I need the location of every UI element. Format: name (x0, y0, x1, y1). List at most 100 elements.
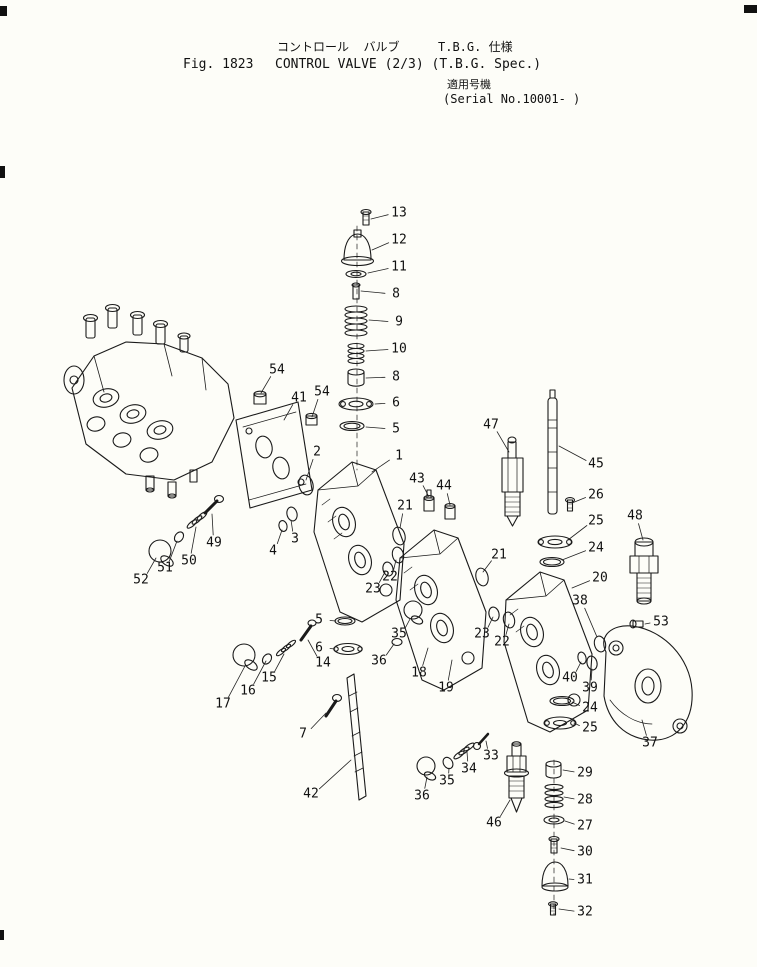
leader-line (146, 557, 157, 574)
leader-line (422, 485, 430, 498)
part-35-ring-lower (442, 756, 454, 770)
callout-number: 20 (592, 571, 608, 586)
part-51-ring (173, 531, 185, 543)
leader-line (310, 712, 327, 729)
part-43-cap (423, 489, 435, 512)
leader-line (169, 540, 178, 562)
callout-number: 39 (582, 681, 598, 696)
callout-number: 47 (483, 418, 499, 433)
spec-japanese-label: T.B.G. 仕様 (438, 40, 513, 54)
part-49-bolt (203, 494, 225, 515)
callout-number: 34 (461, 762, 477, 777)
callout-number: 1 (395, 449, 403, 464)
callout-number: 36 (371, 654, 387, 669)
part-8-stud (351, 282, 361, 300)
callout-number: 24 (582, 701, 598, 716)
callout-number: 11 (391, 260, 407, 275)
callout-number: 8 (392, 370, 400, 385)
callout-number: 43 (409, 472, 425, 487)
callout-number: 14 (315, 656, 331, 671)
leader-line (405, 618, 411, 628)
callout-number: 9 (395, 315, 403, 330)
part-16-ring (261, 653, 273, 665)
leader-line (305, 458, 314, 481)
leader-line (446, 493, 451, 506)
part-22-oring-right (502, 611, 516, 629)
leader-line (575, 661, 582, 672)
part-13-bolt (360, 208, 372, 226)
leader-line (644, 622, 651, 625)
callout-number: 31 (577, 873, 593, 888)
leader-line (482, 560, 492, 573)
callout-number: 50 (181, 554, 197, 569)
part-38-oring (593, 635, 607, 653)
callout-number: 28 (577, 793, 593, 808)
part-40-oring (577, 651, 587, 665)
leader-line (561, 550, 586, 561)
callout-number: 46 (486, 816, 502, 831)
part-6-retainer-plate (338, 397, 374, 411)
leader-line (564, 820, 575, 825)
leader-line (560, 847, 575, 852)
part-20-valve-section (503, 571, 593, 733)
part-9-spring (344, 305, 368, 337)
callout-number: 52 (133, 573, 149, 588)
part-14-bolt (299, 619, 317, 642)
part-37-end-cover (603, 625, 693, 741)
leader-line (370, 214, 389, 220)
leader-line (276, 529, 283, 544)
part-26-bolt (564, 497, 576, 512)
callout-number: 27 (577, 819, 593, 834)
part-22-oring-left (391, 546, 405, 564)
callout-number: 35 (439, 774, 455, 789)
part-45-spool (547, 389, 558, 515)
leader-line (371, 459, 390, 473)
callout-number: 2 (313, 445, 321, 460)
leader-line (290, 519, 294, 532)
leader-line (318, 759, 352, 790)
callout-number: 25 (588, 514, 604, 529)
part-41-plate (235, 401, 313, 509)
callout-number: 22 (382, 570, 398, 585)
part-25-retainer-plate-upper (537, 535, 573, 549)
callout-number: 36 (414, 789, 430, 804)
part-53-bolt (629, 619, 644, 629)
part-28-spring (544, 783, 564, 809)
part-21-oring-left (392, 526, 406, 546)
part-8-spring-seat (347, 368, 365, 387)
callout-number: 13 (391, 206, 407, 221)
part-36-ring-upper (391, 637, 403, 647)
leader-line (393, 559, 397, 570)
callout-number: 26 (588, 488, 604, 503)
part-2-oring (298, 474, 314, 496)
callout-number: 40 (562, 671, 578, 686)
leader-line (563, 796, 575, 800)
leader-line (590, 668, 593, 681)
part-15-spring (275, 639, 297, 657)
part-30-bolt (548, 835, 560, 854)
callout-number: 5 (392, 422, 400, 437)
part-44-cap (444, 503, 456, 520)
part-17-plug (232, 643, 258, 671)
part-25-retainer-plate-lower (543, 716, 577, 730)
leader-line (567, 525, 588, 541)
leader-line (422, 647, 429, 666)
callout-number: 42 (303, 787, 319, 802)
part-27-washer (543, 815, 565, 825)
figure-title: CONTROL VALVE (2/3) (T.B.G. Spec.) (275, 57, 542, 72)
callout-number: 7 (299, 727, 307, 742)
callout-number: 37 (642, 736, 658, 751)
leader-line (329, 620, 337, 622)
part-54-cap-left (253, 390, 267, 405)
callout-number: 33 (483, 749, 499, 764)
callout-number: 18 (411, 666, 427, 681)
japanese-title: コントロール バルブ (277, 40, 400, 54)
part-18-19-valve-section (395, 529, 487, 691)
callout-number: 53 (653, 615, 669, 630)
leader-line (190, 526, 197, 554)
part-6-retainer-plate-left (333, 642, 363, 656)
callout-number: 29 (577, 766, 593, 781)
callout-number: 5 (315, 613, 323, 628)
